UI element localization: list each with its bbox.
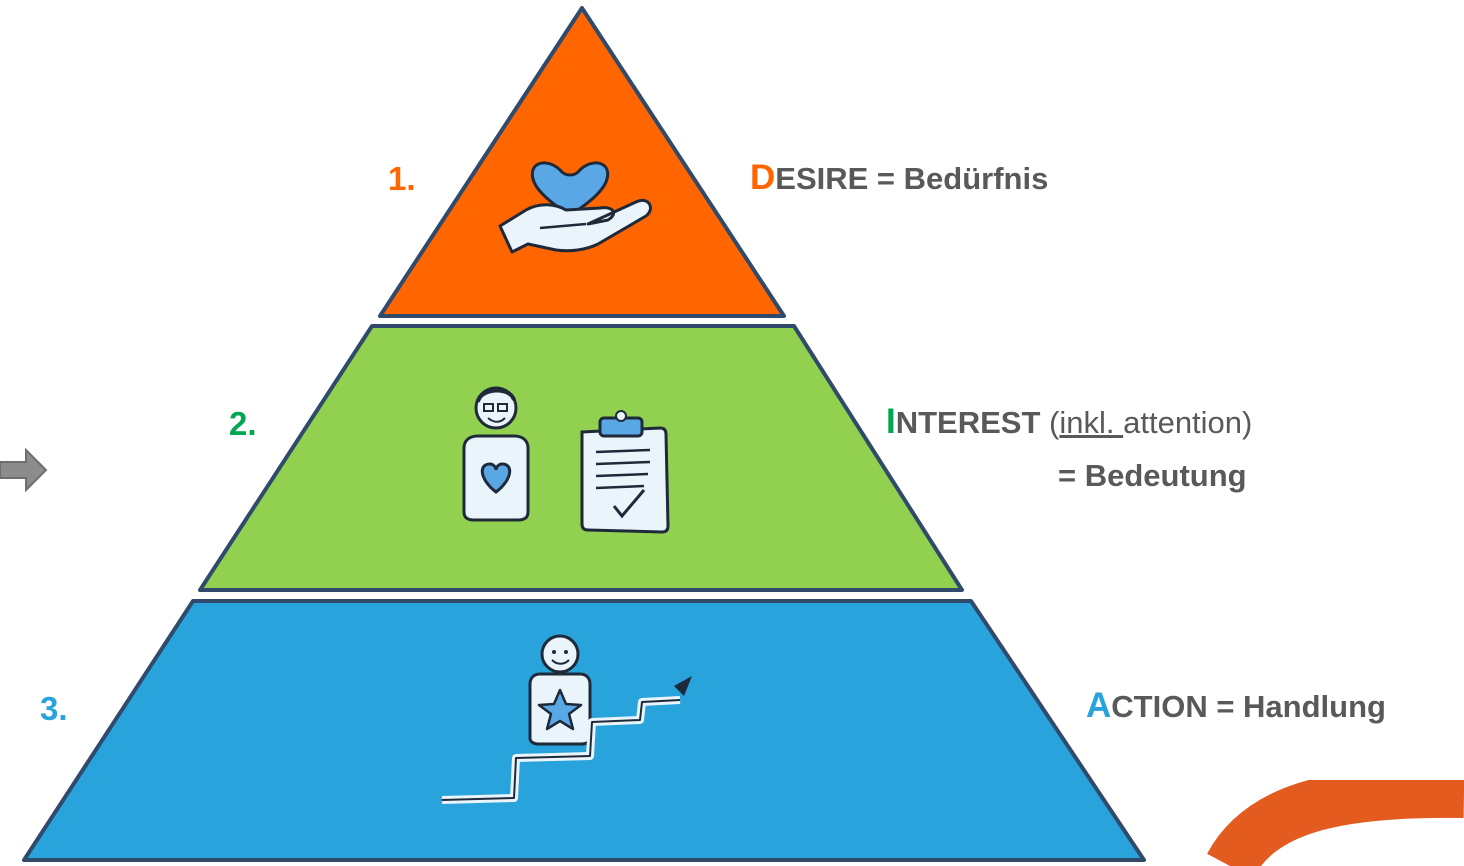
desire-initial: D bbox=[750, 158, 776, 197]
label-interest: INTEREST (inkl. attention) bbox=[886, 402, 1252, 442]
pyramid-tier-desire bbox=[378, 6, 786, 318]
level-number-3: 3. bbox=[40, 690, 68, 727]
person-heart-clipboard-icon bbox=[462, 386, 670, 534]
level-number-2: 2. bbox=[229, 405, 257, 442]
right-arrow-icon bbox=[0, 448, 48, 492]
action-text: CTION = Handlung bbox=[1111, 689, 1386, 724]
interest-underlined: inkl. bbox=[1059, 405, 1124, 440]
interest-meaning: = Bedeutung bbox=[1058, 458, 1247, 493]
label-desire: DESIRE = Bedürfnis bbox=[750, 158, 1048, 198]
level-number-1: 1. bbox=[388, 160, 416, 197]
interest-initial: I bbox=[886, 402, 896, 441]
hand-holding-heart-icon bbox=[498, 161, 652, 254]
action-initial: A bbox=[1086, 686, 1112, 725]
label-interest-line2: = Bedeutung bbox=[1058, 458, 1247, 494]
interest-paren-open: ( bbox=[1040, 405, 1060, 440]
interest-text: NTEREST bbox=[895, 405, 1041, 440]
label-action: ACTION = Handlung bbox=[1086, 686, 1386, 726]
orange-arc-decoration bbox=[1207, 780, 1464, 866]
desire-text: ESIRE = Bedürfnis bbox=[775, 161, 1049, 196]
interest-paren-rest: attention) bbox=[1123, 405, 1253, 440]
person-star-rising-stairs-icon bbox=[441, 634, 692, 804]
